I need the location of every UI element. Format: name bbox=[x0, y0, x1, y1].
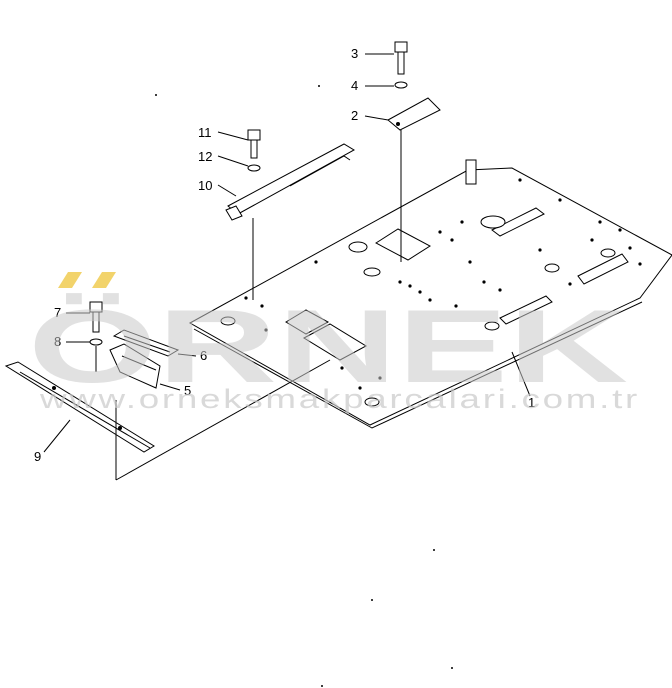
step-part-6 bbox=[112, 329, 180, 357]
callout-10: 10 bbox=[198, 178, 212, 193]
watermark: ÖRNEK www.orneksmakparcalari.com.tr bbox=[28, 272, 640, 414]
scan-specks bbox=[155, 85, 453, 687]
callout-5: 5 bbox=[184, 383, 191, 398]
leader-lines bbox=[43, 53, 531, 453]
bracket-part-2 bbox=[387, 97, 441, 131]
rail-part-9 bbox=[4, 361, 155, 453]
callout-4: 4 bbox=[351, 78, 358, 93]
callout-7: 7 bbox=[54, 305, 61, 320]
watermark-website: www.orneksmakparcalari.com.tr bbox=[39, 384, 640, 414]
watermark-brand: ÖRNEK bbox=[28, 289, 628, 405]
washer-part-12 bbox=[247, 164, 261, 172]
bracket-part-5 bbox=[109, 343, 161, 389]
callout-11: 11 bbox=[198, 125, 212, 140]
bolt-part-3 bbox=[394, 41, 408, 75]
washer-part-4 bbox=[394, 81, 408, 89]
callout-8: 8 bbox=[54, 334, 61, 349]
callout-2: 2 bbox=[351, 108, 358, 123]
callout-6: 6 bbox=[200, 348, 207, 363]
callout-12: 12 bbox=[198, 149, 212, 164]
bolt-part-7 bbox=[89, 301, 103, 333]
rail-part-10 bbox=[225, 143, 356, 221]
floor-plate bbox=[188, 159, 672, 429]
callout-1: 1 bbox=[528, 395, 535, 410]
callout-9: 9 bbox=[34, 449, 41, 464]
callout-3: 3 bbox=[351, 46, 358, 61]
callout-labels: 3 4 2 11 12 10 7 8 6 5 9 1 bbox=[34, 46, 535, 464]
bolt-part-11 bbox=[247, 129, 261, 159]
